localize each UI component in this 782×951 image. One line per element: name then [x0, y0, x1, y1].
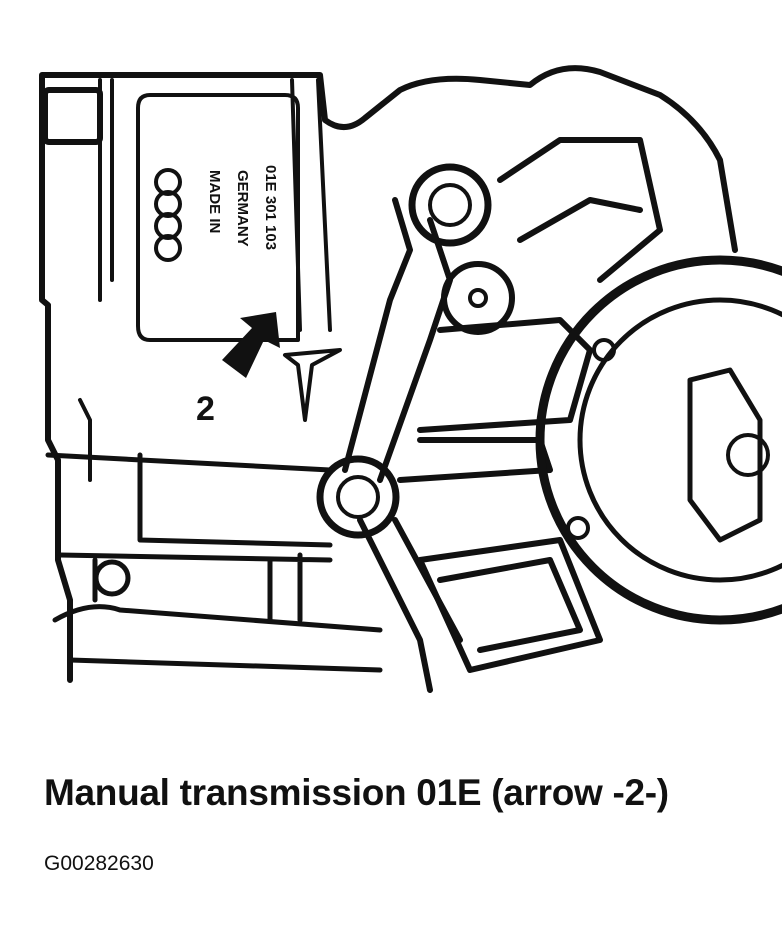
callout-label: 2 — [196, 390, 215, 428]
four-rings-logo — [154, 168, 182, 262]
stamp-line-1: MADE IN — [206, 170, 223, 233]
upper-bolt — [408, 163, 492, 247]
arrow-2 — [222, 312, 280, 378]
mounting-boss — [42, 87, 103, 145]
figure-caption: Manual transmission 01E (arrow -2-) — [44, 772, 669, 813]
lower-bolt — [316, 455, 400, 539]
stamp-line-3: 01E 301 103 — [262, 165, 279, 250]
housing-outline — [39, 65, 738, 683]
flange — [535, 255, 782, 625]
stamp-plate — [136, 93, 300, 342]
figure-id: G00282630 — [44, 852, 154, 875]
transmission-illustration: MADE IN GERMANY 01E 301 103 2 — [39, 65, 782, 693]
stamp-line-2: GERMANY — [234, 170, 251, 247]
